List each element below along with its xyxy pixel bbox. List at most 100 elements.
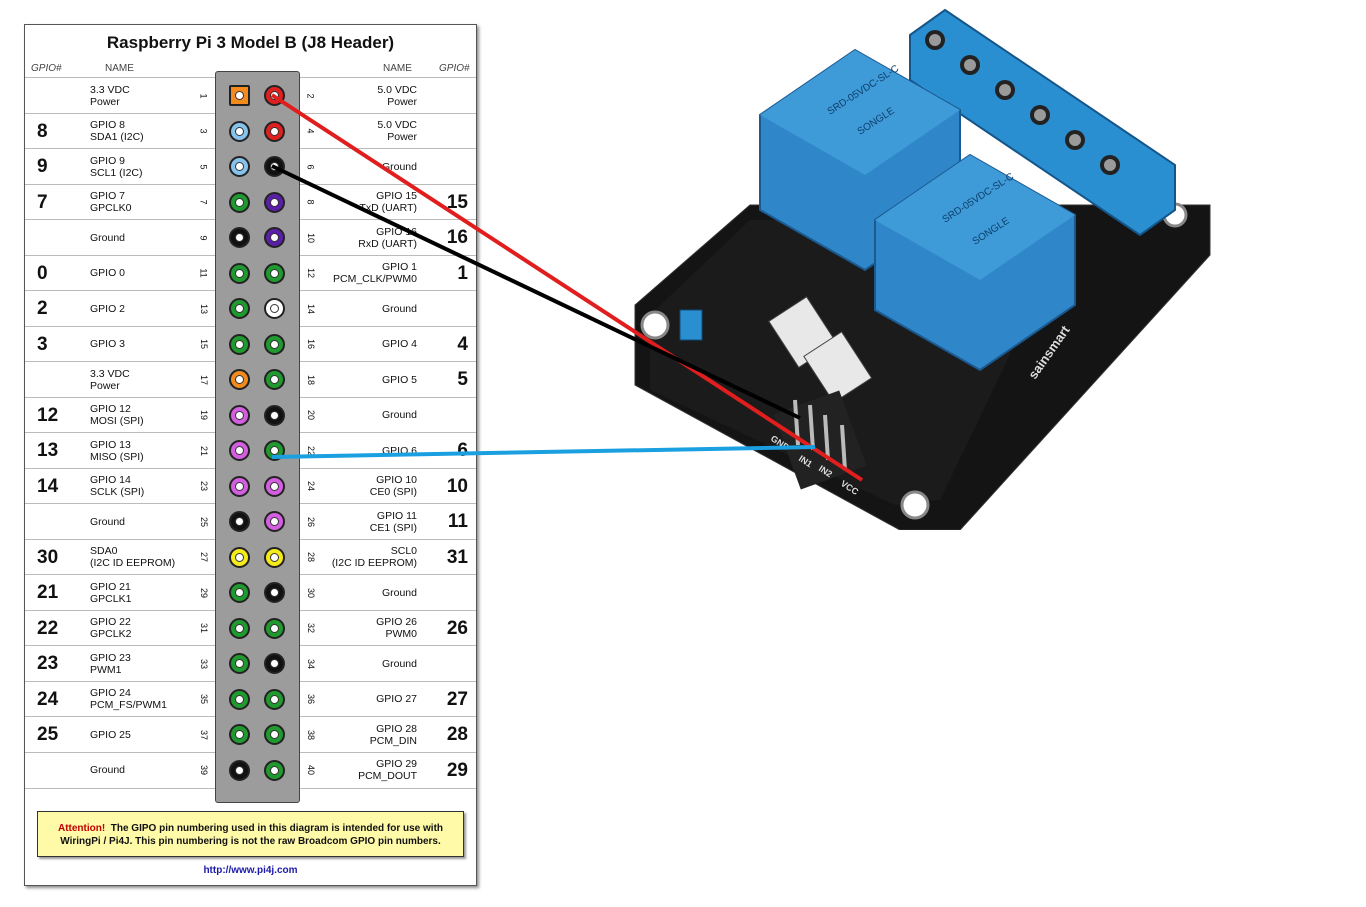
- gpio-number-right: 5: [457, 369, 468, 390]
- terminal-blocks: [909, 8, 1176, 237]
- pin-number-left: 29: [198, 575, 210, 610]
- pin-name-left: GPIO 9 SCL1 (I2C): [90, 154, 143, 179]
- gpio-number-left: [37, 220, 63, 255]
- pin-number-left: 11: [198, 256, 210, 291]
- pin-hole: [270, 126, 279, 136]
- gpio-number-right: [440, 575, 468, 610]
- pin-number-left: 15: [198, 327, 210, 362]
- pin-hole: [235, 659, 244, 669]
- pin-name-right: GPIO 16 RxD (UART): [358, 225, 417, 250]
- header-pin: [264, 688, 285, 710]
- pin-hole: [270, 552, 279, 562]
- header-pin: [264, 440, 285, 462]
- pin-name-left: GPIO 24 PCM_FS/PWM1: [90, 687, 168, 711]
- pin-name-right: SCL0 (I2C ID EEPROM): [331, 545, 417, 569]
- pin-hole: [270, 91, 279, 101]
- gpio-number-left: 21: [37, 582, 59, 603]
- pin-name-left: GPIO 25: [90, 728, 131, 741]
- pin-hole: [235, 517, 244, 527]
- pinout-chart: Raspberry Pi 3 Model B (J8 Header) GPIO#…: [24, 24, 477, 886]
- header-pin: [264, 759, 285, 781]
- pin-hole: [270, 481, 279, 491]
- pin-number-left: 39: [198, 753, 210, 788]
- pin-number-left-text: 33: [198, 658, 209, 669]
- header-pin: [264, 546, 285, 568]
- pin-name-right: Ground: [381, 586, 417, 599]
- pin-number-left-text: 15: [198, 338, 209, 350]
- header-pin: [229, 404, 250, 426]
- pin-name-right: GPIO 5: [381, 373, 417, 386]
- pin-number-left-text: 13: [198, 303, 209, 314]
- pin-number-left: 5: [198, 149, 210, 184]
- header-pin: [264, 298, 285, 320]
- pin-number-left: 21: [198, 433, 210, 468]
- header-pin: [229, 475, 250, 497]
- gpio-number-left: 2: [37, 298, 48, 319]
- header-gpio-right: GPIO#: [439, 63, 470, 74]
- pin-hole: [235, 375, 244, 385]
- gpio-number-right: 10: [446, 475, 468, 497]
- gpio-number-left: 9: [37, 156, 48, 177]
- gpio-number-right: [440, 398, 468, 433]
- pin-hole: [270, 410, 279, 420]
- gpio-number-right: 4: [457, 333, 468, 355]
- pin-name-left: GPIO 14 SCLK (SPI): [90, 474, 145, 498]
- attention-label: Attention!: [57, 823, 106, 834]
- pin-name-left: 3.3 VDC Power: [90, 367, 130, 392]
- gpio-number-left: 25: [37, 724, 59, 745]
- pin-name-right: GPIO 6: [381, 444, 417, 457]
- pin-hole: [270, 694, 279, 704]
- gpio-number-left: [37, 753, 63, 788]
- pin-hole: [270, 162, 279, 172]
- pin-hole: [235, 233, 244, 243]
- header-pin: [264, 227, 285, 249]
- pin-number-left-text: 1: [198, 92, 209, 99]
- pi4j-link[interactable]: http://www.pi4j.com: [203, 865, 298, 876]
- pin-hole: [235, 304, 244, 314]
- gpio-number-left: 23: [37, 653, 59, 674]
- header-pin: [264, 511, 285, 533]
- pin-number-left-text: 19: [198, 409, 209, 421]
- pin-number-left-text: 39: [198, 764, 209, 776]
- pin-hole: [235, 268, 244, 278]
- header-pin: [264, 404, 285, 426]
- gpio-number-left: [37, 504, 63, 539]
- header-pin: [229, 333, 250, 355]
- header-pin: [229, 227, 250, 249]
- pin-name-left: GPIO 8 SDA1 (I2C): [90, 119, 144, 143]
- pin-hole: [270, 659, 279, 669]
- pin-name-right: GPIO 11 CE1 (SPI): [369, 509, 417, 534]
- header-pin: [229, 724, 250, 746]
- pin-name-right: GPIO 15 TxD (UART): [359, 190, 417, 214]
- pin-number-left-text: 23: [198, 480, 209, 492]
- header-pin: [264, 333, 285, 355]
- pin-name-left: Ground: [90, 515, 126, 528]
- pin-name-left: Ground: [90, 231, 126, 244]
- gpio-number-left: 7: [37, 191, 48, 213]
- gpio-number-right: 1: [457, 262, 468, 284]
- pin-name-left: 3.3 VDC Power: [90, 83, 130, 108]
- header-name-right: NAME: [383, 63, 412, 74]
- j8-header-bar: [215, 71, 300, 803]
- header-pin: [229, 156, 250, 178]
- pin-name-right: GPIO 1 PCM_CLK/PWM0: [332, 261, 417, 285]
- header-gpio-left: GPIO#: [31, 63, 62, 74]
- gpio-number-left: 13: [37, 440, 59, 461]
- gpio-number-right: [440, 78, 468, 113]
- header-pin: [229, 688, 250, 710]
- gpio-number-right: 16: [446, 227, 468, 248]
- header-name-left: NAME: [105, 63, 134, 74]
- pin-number-left: 9: [198, 220, 210, 255]
- gpio-number-right: [440, 646, 468, 681]
- pin-hole: [235, 410, 244, 420]
- pin-hole: [235, 197, 244, 207]
- header-pin: [264, 120, 285, 142]
- pin-name-right: Ground: [381, 160, 417, 173]
- pin-hole: [235, 552, 244, 562]
- header-pin: [229, 759, 250, 781]
- pin-name-right: GPIO 28 PCM_DIN: [369, 722, 417, 747]
- pin-name-right: Ground: [381, 657, 417, 670]
- pin-name-left: GPIO 23 PWM1: [90, 651, 131, 676]
- header-pin: [229, 546, 250, 568]
- pin-number-left: 27: [198, 540, 210, 575]
